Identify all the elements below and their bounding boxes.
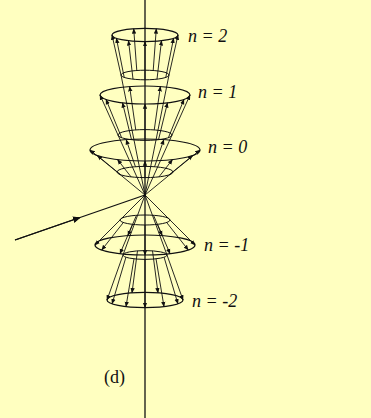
order-label: n = -2 xyxy=(192,292,237,310)
diffracted-ray xyxy=(145,42,146,80)
diffraction-cone xyxy=(112,28,178,195)
cone-side xyxy=(145,195,170,220)
diffracted-ray xyxy=(106,100,122,138)
diffracted-ray xyxy=(132,251,137,293)
cone-rim xyxy=(100,86,190,104)
panel-label: (d) xyxy=(104,368,125,386)
diffracted-ray xyxy=(123,103,132,140)
diffraction-cone xyxy=(95,195,195,255)
diffracted-ray xyxy=(145,259,146,307)
diffracted-ray xyxy=(126,140,135,167)
diffracted-ray xyxy=(172,95,190,135)
diffracted-ray xyxy=(90,150,117,172)
diffracted-ray xyxy=(154,87,160,130)
cone-side xyxy=(117,172,145,195)
cone-side xyxy=(118,135,145,195)
diffracted-ray xyxy=(134,29,137,71)
diffracted-ray xyxy=(159,160,173,177)
diffracted-ray xyxy=(155,140,164,167)
cone-side xyxy=(145,195,167,255)
cone-side xyxy=(123,195,145,255)
diffracted-ray xyxy=(159,103,168,140)
incident-ray xyxy=(15,195,145,240)
order-label: n = 1 xyxy=(198,83,237,101)
order-label: n = 0 xyxy=(208,138,247,156)
diffracted-ray xyxy=(167,223,189,251)
diffracted-ray xyxy=(156,259,164,307)
diffracted-ray xyxy=(129,41,134,79)
cone-rim xyxy=(123,251,167,260)
cone-side xyxy=(145,135,172,195)
diffracted-ray xyxy=(107,255,123,300)
diffracted-ray xyxy=(95,220,120,245)
diffracted-ray xyxy=(145,104,146,140)
cone-side xyxy=(145,172,173,195)
diffracted-ray xyxy=(126,259,134,307)
diffraction-cone xyxy=(90,139,200,195)
cone-side xyxy=(120,195,145,220)
diffracted-ray xyxy=(157,41,162,79)
order-label: n = 2 xyxy=(188,27,227,45)
diffraction-cone xyxy=(107,195,183,308)
diffracted-ray xyxy=(100,95,118,135)
cone-rim xyxy=(112,28,178,41)
diffracted-ray xyxy=(164,257,178,304)
diffracted-ray xyxy=(128,215,137,235)
diffracted-ray xyxy=(102,223,124,251)
ray-arrowhead xyxy=(15,218,80,241)
diffracted-ray xyxy=(169,156,192,175)
diffracted-ray xyxy=(166,38,174,77)
diffracted-ray xyxy=(112,35,121,75)
diffracted-ray xyxy=(153,29,156,71)
cone-rim xyxy=(90,139,200,161)
cone-rim xyxy=(120,215,170,225)
diffracted-ray xyxy=(145,161,146,178)
diffracted-ray xyxy=(154,215,163,235)
ray-arrowhead xyxy=(15,218,80,241)
diffracted-ray xyxy=(168,100,184,138)
diffracted-ray xyxy=(170,220,195,245)
diffracted-ray xyxy=(153,251,158,293)
order-label: n = -1 xyxy=(204,236,249,254)
diffracted-ray xyxy=(130,87,136,130)
crystal-axis xyxy=(144,0,145,418)
